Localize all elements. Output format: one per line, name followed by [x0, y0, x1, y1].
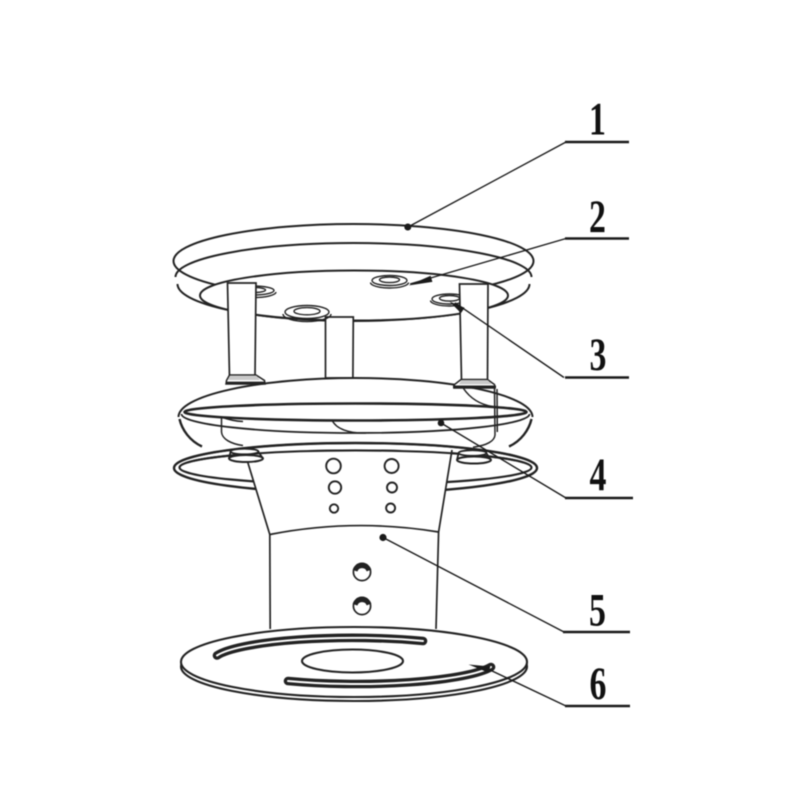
svg-text:6: 6: [590, 658, 607, 710]
svg-text:4: 4: [590, 449, 607, 501]
svg-text:3: 3: [590, 329, 607, 381]
svg-text:1: 1: [589, 93, 606, 145]
svg-text:5: 5: [589, 584, 606, 636]
svg-text:2: 2: [589, 191, 606, 243]
